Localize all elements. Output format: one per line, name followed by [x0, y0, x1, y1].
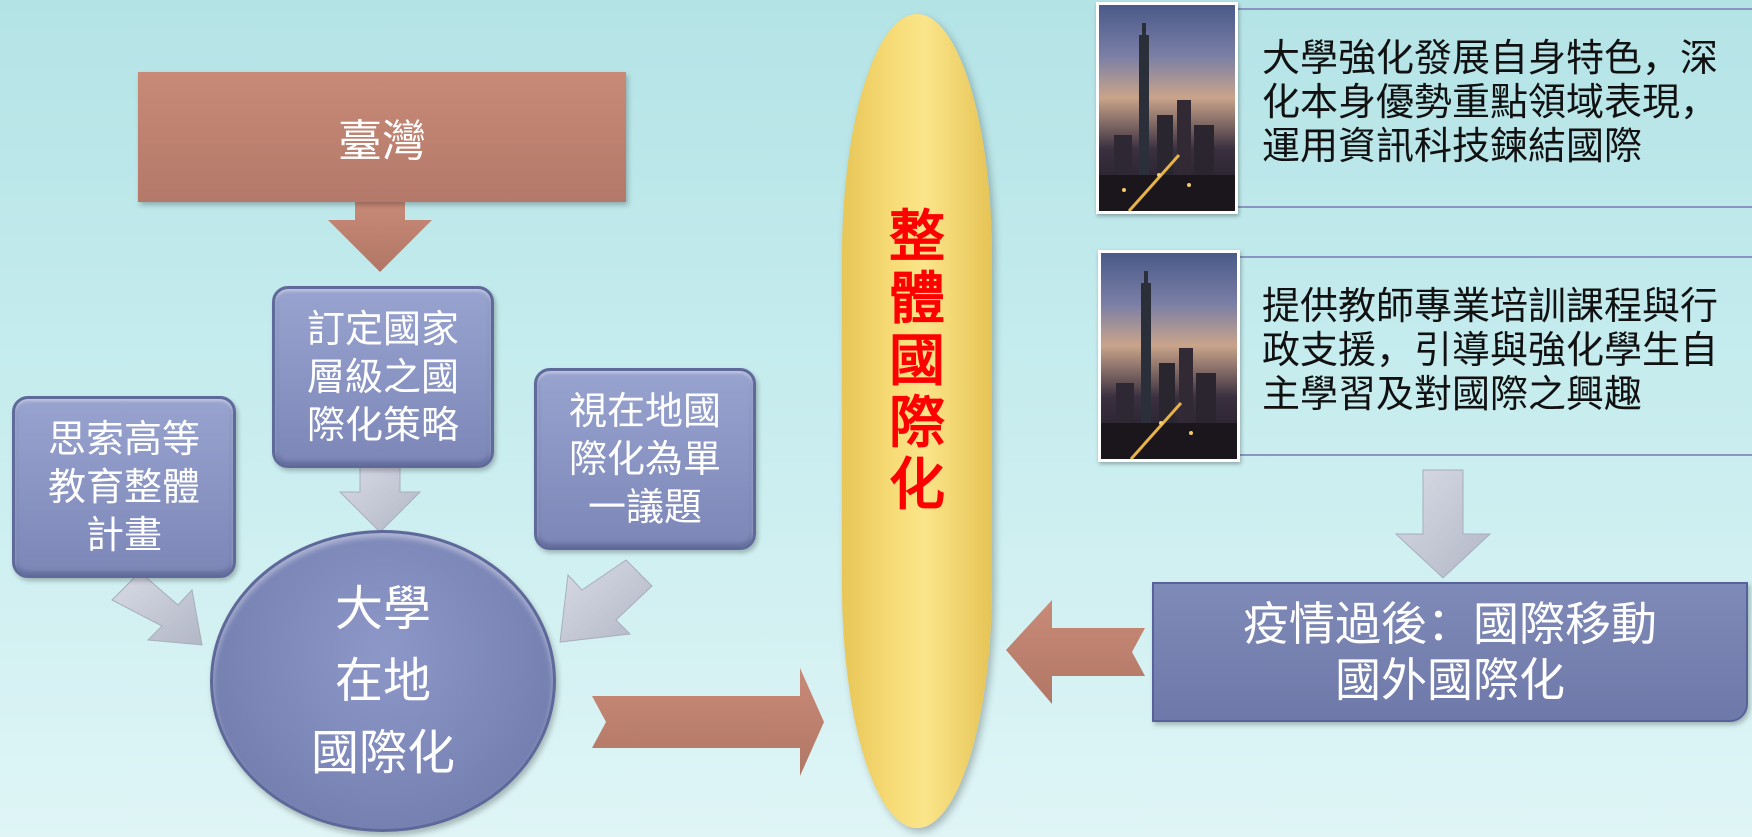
down-arrow-taiwan	[328, 200, 432, 272]
circle-label: 大學 在地 國際化	[310, 581, 455, 781]
down-arrow-strategy	[338, 461, 422, 533]
strategy-box-single-issue: 視在地國 際化為單 一議題	[534, 368, 756, 550]
post-pandemic-box: 疫情過後：國際移動 國外國際化	[1152, 582, 1748, 722]
diag-arrow-left	[111, 571, 203, 646]
right-arrow-circle	[592, 668, 824, 776]
strategy-higher-education-label: 思索高等 教育整體 計畫	[47, 417, 200, 557]
divider-top-2	[1236, 256, 1752, 258]
strategy-box-higher-education: 思索高等 教育整體 計畫	[12, 396, 236, 578]
divider-top-1	[1236, 8, 1752, 10]
strategy-single-issue-label: 視在地國 際化為單 一議題	[568, 389, 721, 529]
strategy-box-national: 訂定國家 層級之國 際化策略	[272, 286, 494, 468]
taiwan-box: 臺灣	[138, 72, 626, 202]
left-arrow-bottom	[1006, 600, 1145, 704]
strategy-national-label: 訂定國家 層級之國 際化策略	[306, 307, 459, 447]
pill-label: 整體國際化	[889, 204, 945, 518]
local-internationalization-circle: 大學 在地 國際化	[210, 530, 556, 832]
city-photo-2	[1098, 250, 1240, 462]
divider-bottom-1	[1236, 206, 1752, 208]
taiwan-label: 臺灣	[338, 116, 426, 167]
overall-internationalization-pill: 整體國際化	[842, 14, 992, 828]
taipei-skyline-icon	[1101, 271, 1237, 459]
right-item-1-text: 大學強化發展自身特色，深 化本身優勢重點領域表現， 運用資訊科技鍊結國際	[1262, 36, 1719, 168]
taipei-skyline-icon	[1099, 23, 1235, 211]
diag-arrow-right	[559, 559, 653, 643]
city-photo-1	[1096, 2, 1238, 214]
post-pandemic-label: 疫情過後：國際移動 國外國際化	[1243, 597, 1657, 707]
down-arrow-right-column	[1394, 469, 1492, 579]
right-item-2-text: 提供教師專業培訓課程與行 政支援，引導與強化學生自 主學習及對國際之興趣	[1262, 284, 1719, 416]
divider-bottom-2	[1236, 454, 1752, 456]
